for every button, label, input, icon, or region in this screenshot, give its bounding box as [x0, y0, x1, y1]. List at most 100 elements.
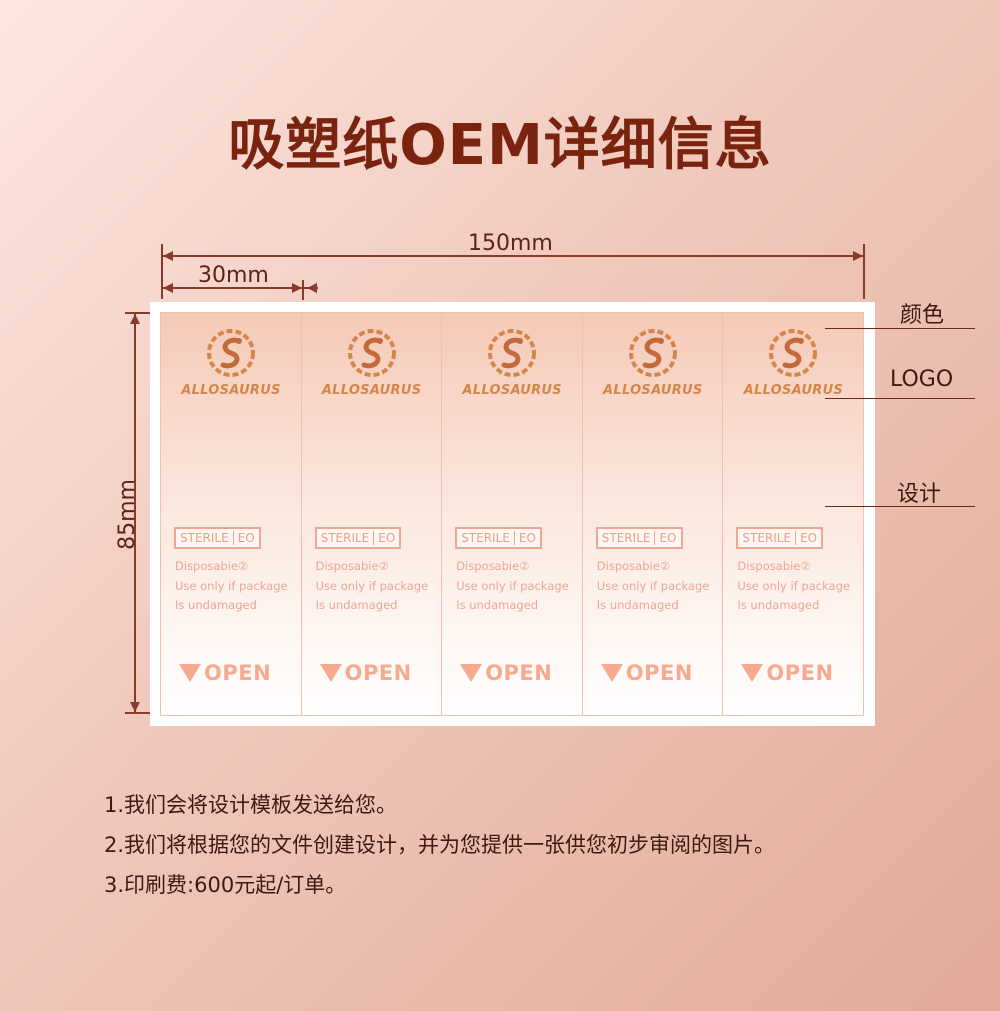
info-line: Is undamaged — [456, 598, 539, 612]
usage-info: Disposabie② Use only if package Is undam… — [737, 557, 862, 616]
down-triangle-icon — [741, 664, 764, 682]
open-marker: OPEN — [741, 661, 833, 685]
sterile-badge: STERILE EO — [174, 527, 261, 549]
arrow-down-icon — [130, 702, 140, 712]
info-line: Use only if package — [456, 578, 569, 593]
callout-line-design — [825, 506, 975, 507]
open-text: OPEN — [766, 661, 834, 685]
down-triangle-icon — [460, 664, 483, 682]
badge-divider — [373, 531, 375, 545]
badge-divider — [513, 531, 515, 545]
usage-info: Disposabie② Use only if package Is undam… — [175, 557, 300, 616]
open-marker: OPEN — [600, 661, 693, 685]
arrow-right-icon — [307, 283, 317, 293]
callout-color: 颜色 — [900, 303, 945, 328]
brand-name: ALLOSAURUS — [181, 383, 281, 398]
label-panel: ALLOSAURUS STERILE EO Disposabie② Use on… — [161, 313, 302, 715]
dragon-logo-icon — [347, 329, 396, 377]
info-line: Disposabie② — [175, 559, 249, 573]
info-line: Disposabie② — [315, 559, 389, 573]
dimension-line-150 — [162, 255, 864, 257]
info-line: Is undamaged — [175, 598, 257, 612]
note-item: 3.印刷费:600元起/订单。 — [104, 873, 347, 897]
badge-divider — [654, 531, 656, 545]
callout-logo: LOGO — [890, 367, 954, 392]
sterile-method: EO — [237, 531, 255, 545]
open-marker: OPEN — [460, 661, 552, 685]
info-line: Use only if package — [596, 578, 710, 593]
label-panel: ALLOSAURUS STERILE EO Disposabie② Use on… — [723, 313, 863, 715]
badge-divider — [232, 531, 234, 545]
sterile-method: EO — [659, 531, 677, 545]
dimension-tick-left — [161, 244, 163, 299]
brand-name: ALLOSAURUS — [462, 383, 562, 398]
arrow-up-icon — [130, 314, 140, 324]
dragon-logo-icon — [488, 329, 537, 377]
sterile-method: EO — [518, 531, 536, 545]
dimension-line-85 — [134, 313, 136, 713]
open-text: OPEN — [625, 661, 693, 685]
note-item: 1.我们会将设计模板发送给您。 — [104, 793, 398, 817]
sterile-text: STERILE — [320, 531, 370, 545]
usage-info: Disposabie② Use only if package Is undam… — [597, 557, 722, 616]
sterile-text: STERILE — [601, 531, 651, 545]
info-line: Disposabie② — [456, 559, 530, 573]
info-line: Disposabie② — [737, 559, 811, 573]
info-line: Use only if package — [315, 578, 429, 593]
brand-name: ALLOSAURUS — [603, 383, 703, 398]
down-triangle-icon — [319, 664, 342, 682]
dimension-label-30mm: 30mm — [198, 263, 269, 288]
dimension-tick-30-right — [302, 280, 304, 300]
note-item: 2.我们将根据您的文件创建设计，并为您提供一张供您初步审阅的图片。 — [104, 833, 776, 857]
callout-line-logo — [825, 398, 975, 399]
sterile-badge: STERILE EO — [595, 527, 683, 549]
info-line: Use only if package — [175, 578, 288, 593]
arrow-left-icon — [163, 251, 173, 261]
open-marker: OPEN — [179, 661, 271, 685]
sterile-badge: STERILE EO — [314, 527, 402, 549]
label-panel: ALLOSAURUS STERILE EO Disposabie② Use on… — [442, 313, 583, 715]
open-marker: OPEN — [319, 661, 412, 685]
usage-info: Disposabie② Use only if package Is undam… — [316, 557, 441, 616]
usage-info: Disposabie② Use only if package Is undam… — [456, 557, 581, 616]
info-line: Disposabie② — [596, 559, 671, 573]
arrow-right-icon — [292, 283, 302, 293]
blister-paper-sheet: ALLOSAURUS STERILE EO Disposabie② Use on… — [150, 302, 875, 726]
open-text: OPEN — [485, 661, 553, 685]
dimension-label-150mm: 150mm — [468, 231, 553, 256]
callout-design: 设计 — [897, 482, 942, 507]
sterile-text: STERILE — [461, 531, 510, 545]
info-line: Is undamaged — [596, 598, 679, 612]
down-triangle-icon — [600, 664, 623, 682]
brand-name: ALLOSAURUS — [321, 383, 422, 398]
sterile-text: STERILE — [180, 531, 229, 545]
open-text: OPEN — [344, 661, 412, 685]
sterile-method: EO — [378, 531, 396, 545]
notes-list: 1.我们会将设计模板发送给您。 2.我们将根据您的文件创建设计，并为您提供一张供… — [104, 785, 775, 905]
dimension-tick-bottom — [125, 712, 155, 714]
label-panel: ALLOSAURUS STERILE EO Disposabie② Use on… — [301, 313, 443, 715]
sterile-method: EO — [800, 531, 818, 545]
info-line: Is undamaged — [737, 598, 820, 612]
sterile-badge: STERILE EO — [455, 527, 542, 549]
dragon-logo-icon — [628, 329, 677, 377]
arrow-left-icon — [163, 283, 173, 293]
info-line: Use only if package — [737, 578, 850, 593]
sterile-badge: STERILE EO — [736, 527, 824, 549]
dimension-tick-top — [125, 312, 155, 314]
sterile-text: STERILE — [742, 531, 792, 545]
callout-line-color — [825, 328, 975, 329]
dimension-tick-right — [863, 244, 865, 299]
dragon-logo-icon — [207, 329, 255, 377]
brand-name: ALLOSAURUS — [743, 383, 844, 398]
arrow-right-icon — [853, 251, 863, 261]
label-strip: ALLOSAURUS STERILE EO Disposabie② Use on… — [160, 312, 864, 716]
badge-divider — [795, 531, 797, 545]
down-triangle-icon — [179, 664, 201, 682]
open-text: OPEN — [204, 661, 272, 685]
dimension-line-30 — [162, 287, 318, 289]
info-line: Is undamaged — [315, 598, 398, 612]
dragon-logo-icon — [769, 329, 818, 377]
page-title: 吸塑纸OEM详细信息 — [228, 113, 772, 178]
dimension-label-85mm: 85mm — [114, 479, 140, 550]
